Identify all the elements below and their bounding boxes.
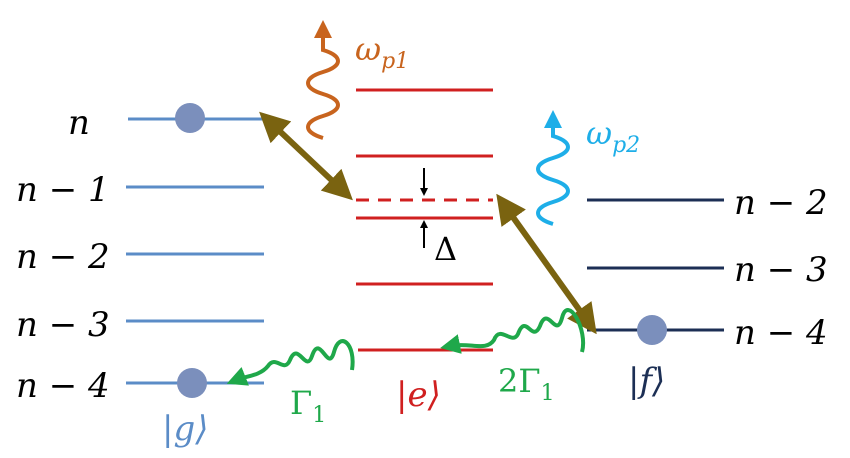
f-state-label: |f⟩: [628, 361, 665, 401]
decay-two-gamma1: 2Γ1: [440, 308, 586, 406]
coupling-arrow-right: [496, 193, 597, 335]
subscript: 1: [541, 381, 555, 406]
photon-p1-wave: [306, 34, 340, 140]
coupling-arrow-left: [259, 111, 353, 201]
decay-two-gamma1-wave: [440, 308, 586, 354]
decay-two-gamma1-text: 2Γ: [498, 362, 541, 400]
left-label-1: n − 1: [16, 170, 110, 210]
e-state-label: |e⟩: [396, 375, 441, 415]
left-ladder: n n − 1 n − 2 n − 3 n − 4 |g⟩: [16, 103, 264, 449]
atom-dot-right: [637, 315, 667, 345]
atom-dot-left-top: [175, 103, 205, 133]
photon-p2-subscript: p2: [612, 133, 640, 158]
g-state-label: |g⟩: [162, 409, 208, 449]
atom-dot-left-bottom: [177, 368, 207, 398]
photon-p2-label: ωp2: [586, 114, 640, 158]
decay-gamma1-wave: [226, 339, 355, 386]
photon-p2-wave: [536, 124, 570, 226]
decay-gamma1-label: Γ1: [290, 384, 326, 428]
left-label-4: n − 4: [16, 366, 110, 406]
left-label-3: n − 3: [16, 305, 110, 345]
subscript: 1: [312, 403, 326, 428]
left-label-0: n: [68, 103, 90, 143]
right-label-0: n − 2: [734, 183, 828, 223]
photon-p2: ωp2: [536, 110, 640, 226]
right-ladder: n − 2 n − 3 n − 4 |f⟩: [587, 183, 828, 401]
photon-p1-label: ωp1: [355, 30, 409, 74]
photon-p1: ωp1: [306, 20, 409, 140]
right-label-2: n − 4: [734, 313, 828, 353]
left-label-2: n − 2: [16, 237, 110, 277]
photon-p1-arrowhead: [314, 20, 332, 38]
decay-two-gamma1-label: 2Γ1: [498, 362, 555, 406]
detuning-label: Δ: [434, 230, 457, 268]
photon-p1-subscript: p1: [381, 49, 409, 74]
right-label-1: n − 3: [734, 250, 828, 290]
decay-gamma1-text: Γ: [290, 384, 312, 422]
photon-p2-arrowhead: [544, 110, 562, 128]
decay-gamma1: Γ1: [226, 339, 355, 428]
middle-ladder: Δ |e⟩: [356, 88, 493, 415]
